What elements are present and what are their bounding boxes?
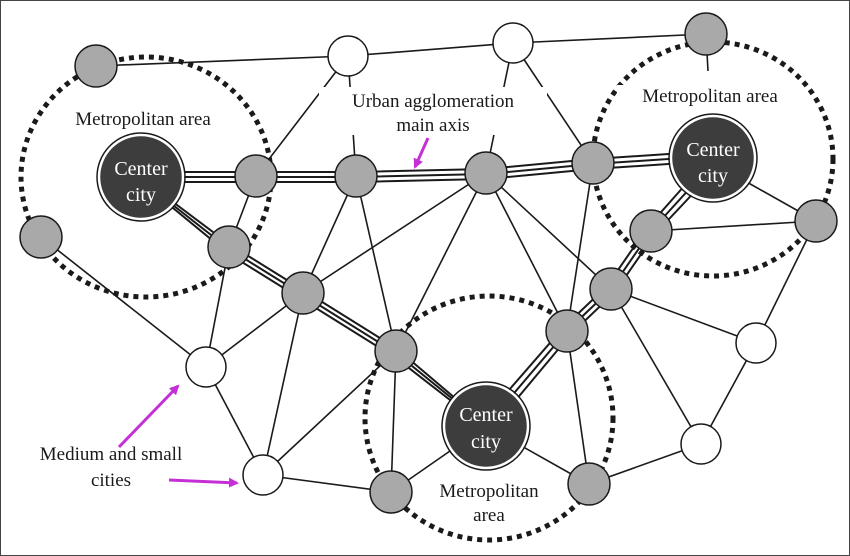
center-city-bottom-label-1: Center — [459, 404, 513, 426]
metro-node — [571, 141, 615, 185]
metro-node — [19, 215, 63, 259]
small-city-node — [680, 423, 722, 465]
center-city-right-label-2: city — [698, 165, 728, 187]
metro-node — [374, 329, 418, 373]
metro-node — [234, 154, 278, 198]
metro-node — [464, 151, 508, 195]
center-city-left — [97, 133, 185, 221]
metro-node — [629, 209, 673, 253]
small-city-nodes — [185, 22, 777, 496]
cities-pointer-arrow-lower — [168, 477, 239, 488]
metro-boundary-bottom — [362, 293, 616, 543]
small-city-node — [735, 322, 777, 364]
pointer-arrows — [117, 137, 430, 488]
metro-node — [684, 12, 728, 56]
metro-right-label: Metropolitan area — [642, 86, 778, 107]
metro-bottom-label-line2: area — [473, 505, 505, 526]
cities-label-line2: cities — [91, 470, 131, 491]
center-city-left-label-2: city — [126, 184, 156, 206]
center-city-right — [669, 114, 757, 202]
small-city-node — [185, 346, 227, 388]
small-city-node — [242, 454, 284, 496]
center-city-left-label-1: Center — [114, 158, 168, 180]
metro-node — [74, 44, 118, 88]
metro-node — [545, 309, 589, 353]
metro-node — [567, 462, 611, 506]
axis-label-line1: Urban agglomeration — [352, 91, 514, 112]
axis-pointer-arrow — [413, 137, 430, 169]
metro-node — [589, 267, 633, 311]
metro-bottom-label-line1: Metropolitan — [439, 481, 539, 502]
cities-label-line1: Medium and small — [40, 444, 182, 465]
metro-node — [794, 199, 838, 243]
metro-left-label: Metropolitan area — [75, 109, 211, 130]
center-city-bottom — [442, 382, 530, 470]
metro-nodes — [19, 12, 838, 514]
center-city-right-label-1: Center — [686, 139, 740, 161]
center-city-nodes — [97, 114, 757, 470]
metro-node — [334, 154, 378, 198]
metro-node — [369, 470, 413, 514]
cities-pointer-arrow-upper — [117, 384, 180, 449]
small-city-node — [492, 22, 534, 64]
small-city-node — [327, 35, 369, 77]
metro-node — [207, 225, 251, 269]
axis-label-line2: main axis — [396, 115, 469, 136]
center-city-bottom-label-2: city — [471, 431, 501, 453]
metro-node — [281, 271, 325, 315]
